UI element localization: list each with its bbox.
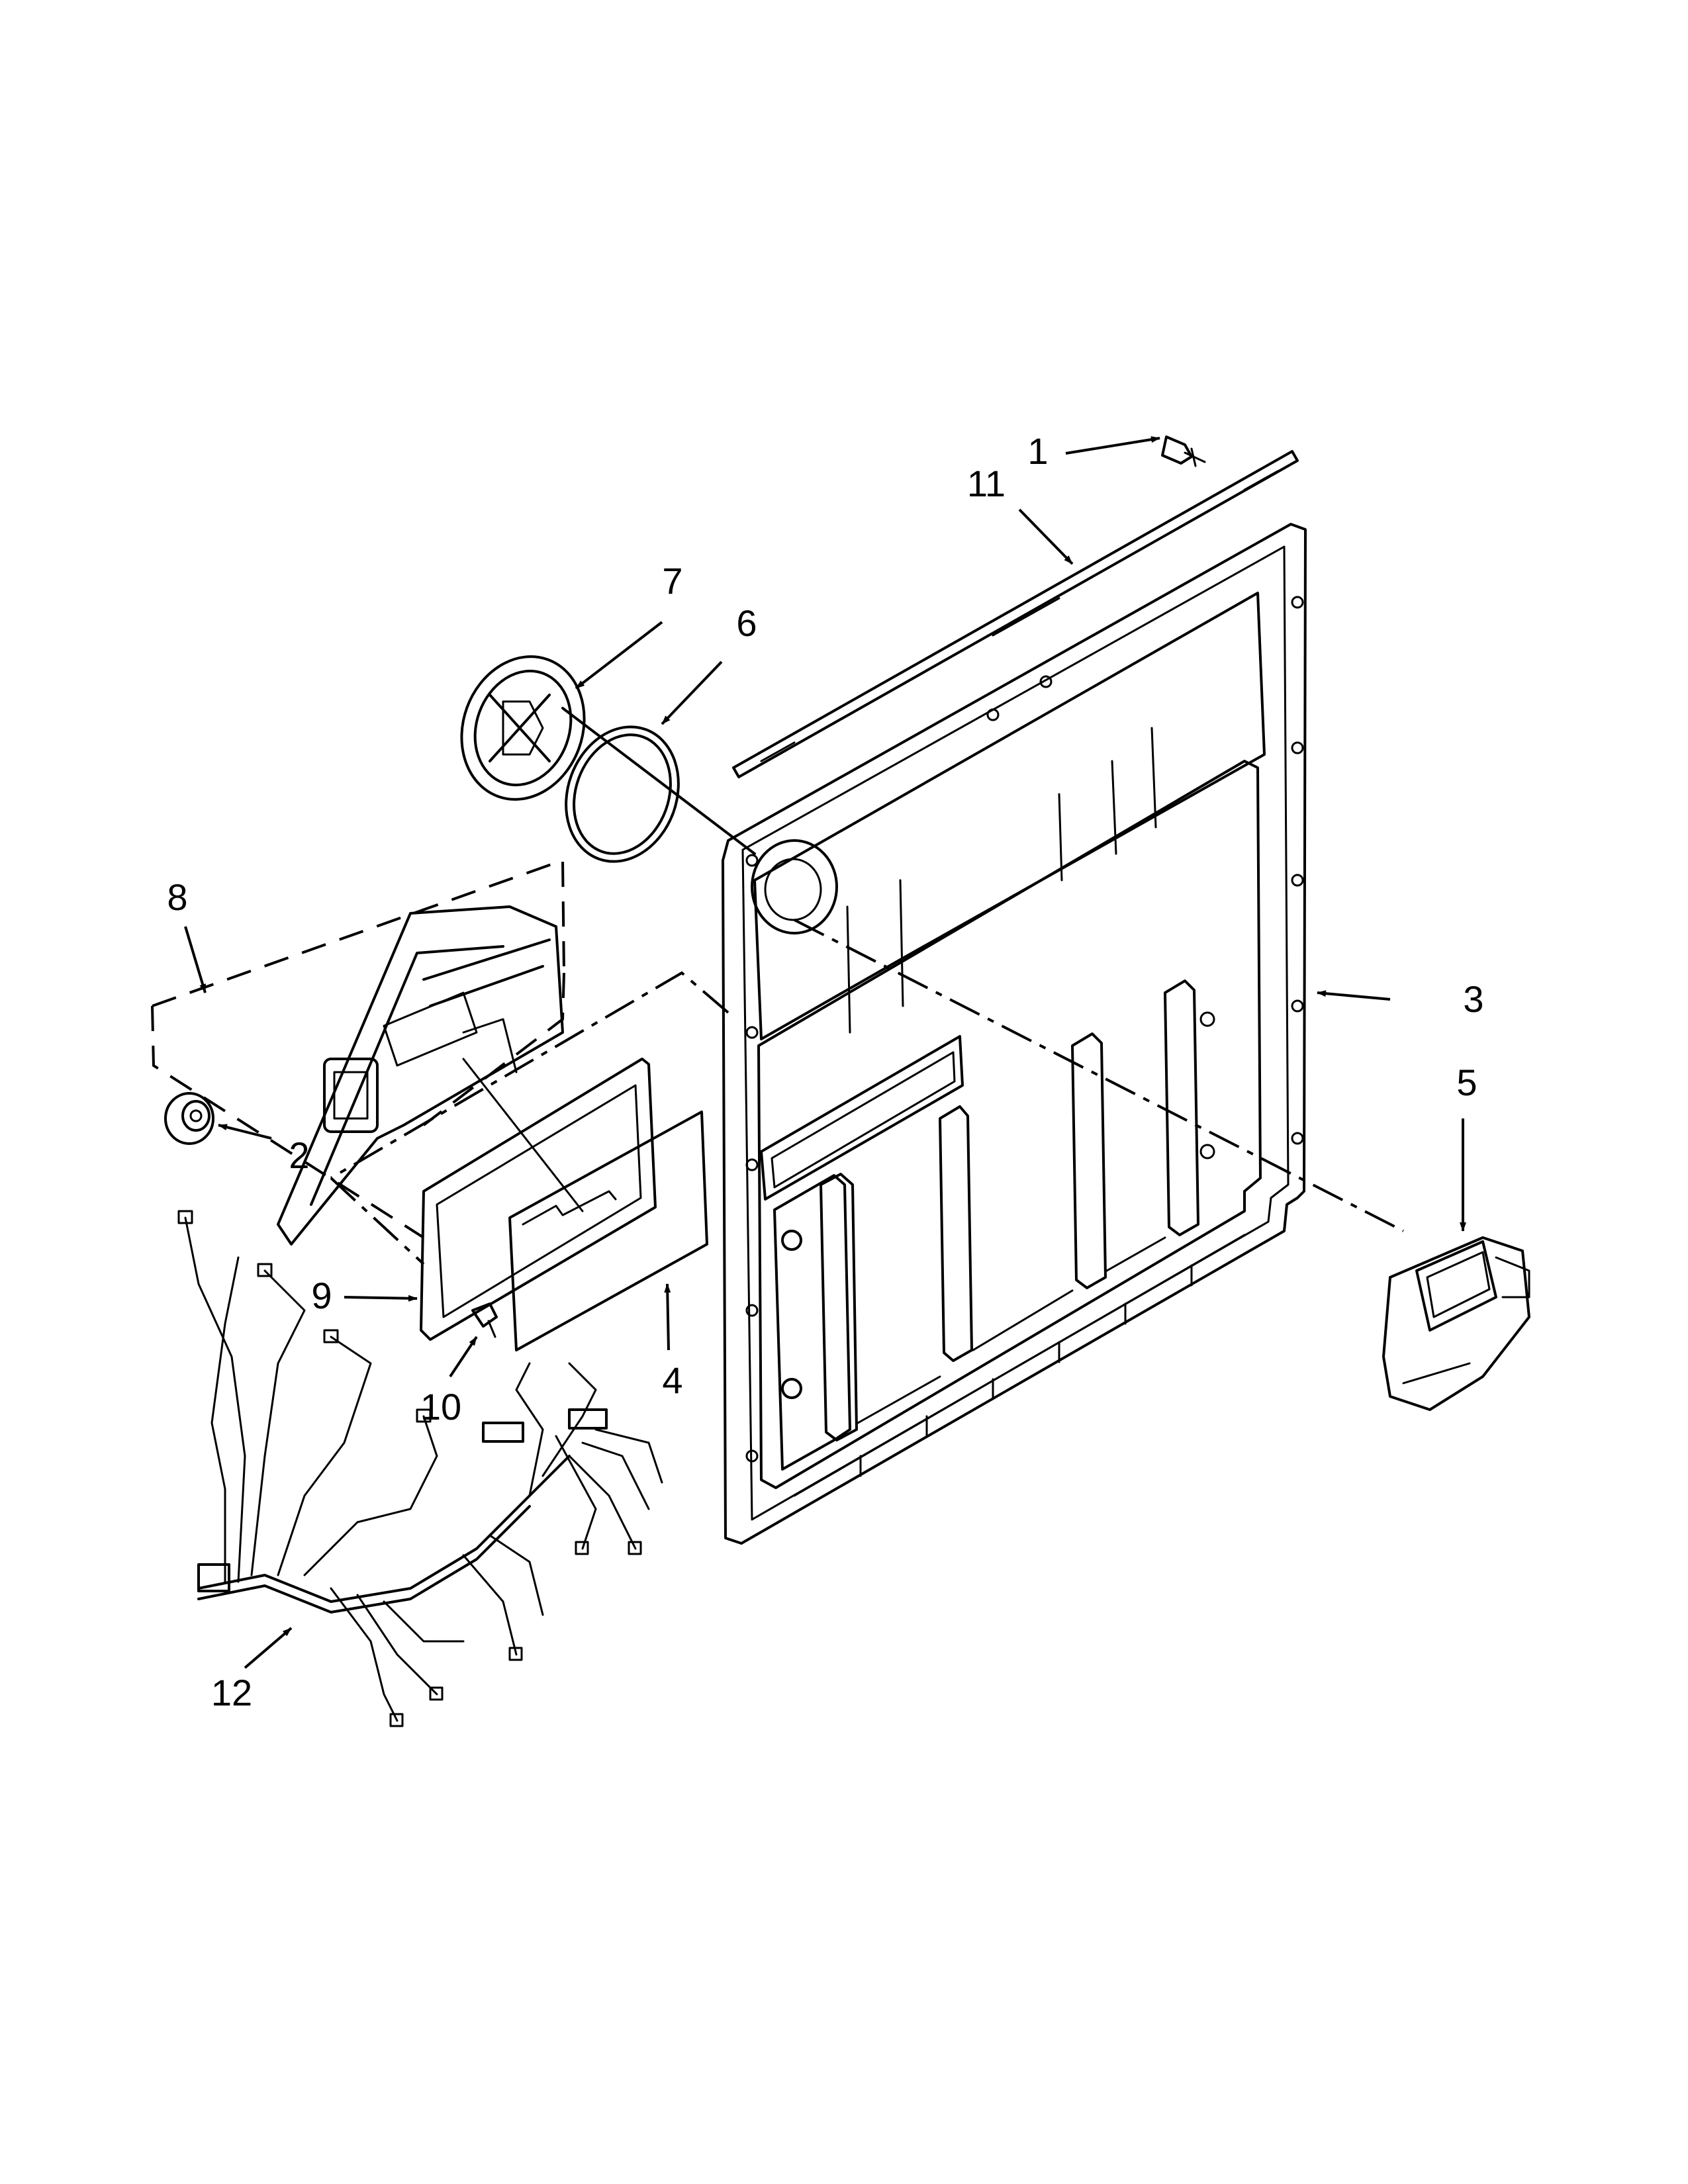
knob xyxy=(164,1092,214,1145)
door-latch-vent xyxy=(1382,1236,1530,1411)
leader-arrows xyxy=(184,436,1466,1669)
arrow-7 xyxy=(575,621,663,690)
callout-6: 6 xyxy=(736,602,757,644)
callout-12: 12 xyxy=(211,1672,252,1713)
screw-part-10 xyxy=(471,1302,498,1338)
callout-2: 2 xyxy=(289,1134,309,1176)
vent-cap xyxy=(460,655,586,801)
detergent-dispenser xyxy=(277,905,564,1246)
arrow-12 xyxy=(244,1627,293,1669)
screw-part-1 xyxy=(1161,435,1206,467)
dispenser-outline-right xyxy=(422,972,565,1126)
vent-alignment-line xyxy=(561,707,756,855)
arrow-9 xyxy=(344,1295,418,1302)
control-board xyxy=(508,1111,708,1351)
callout-7: 7 xyxy=(662,560,682,602)
dispenser-outline-left xyxy=(151,1005,425,1239)
callout-11: 11 xyxy=(967,463,1006,504)
inner-door-panel xyxy=(722,523,1307,1545)
arrow-11 xyxy=(1018,508,1074,565)
arrow-1 xyxy=(1065,436,1160,455)
control-alignment-line-left xyxy=(330,1177,425,1265)
callout-labels: 1 11 7 6 8 2 3 5 9 4 10 12 xyxy=(167,430,1483,1713)
arrow-4 xyxy=(664,1283,671,1351)
callout-9: 9 xyxy=(311,1275,332,1316)
control-alignment-line-top xyxy=(330,971,729,1179)
dispenser-pointer xyxy=(462,1058,584,1212)
dispenser-outline-top xyxy=(152,858,565,1007)
callout-4: 4 xyxy=(662,1359,682,1401)
arrow-3 xyxy=(1317,990,1391,1001)
control-gasket-frame xyxy=(420,1058,657,1341)
callout-1: 1 xyxy=(1027,430,1048,472)
door-trim-strip xyxy=(732,450,1299,778)
callout-8: 8 xyxy=(167,876,187,918)
vent-gasket xyxy=(565,725,680,863)
arrow-10 xyxy=(449,1336,478,1378)
wire-harness xyxy=(177,1210,663,1727)
arrow-6 xyxy=(661,660,723,725)
callout-10: 10 xyxy=(420,1386,461,1428)
arrow-8 xyxy=(184,926,207,993)
panel-alignment-line xyxy=(794,919,1404,1232)
callout-3: 3 xyxy=(1463,978,1483,1020)
callout-5: 5 xyxy=(1456,1062,1477,1103)
arrow-2 xyxy=(218,1124,272,1140)
